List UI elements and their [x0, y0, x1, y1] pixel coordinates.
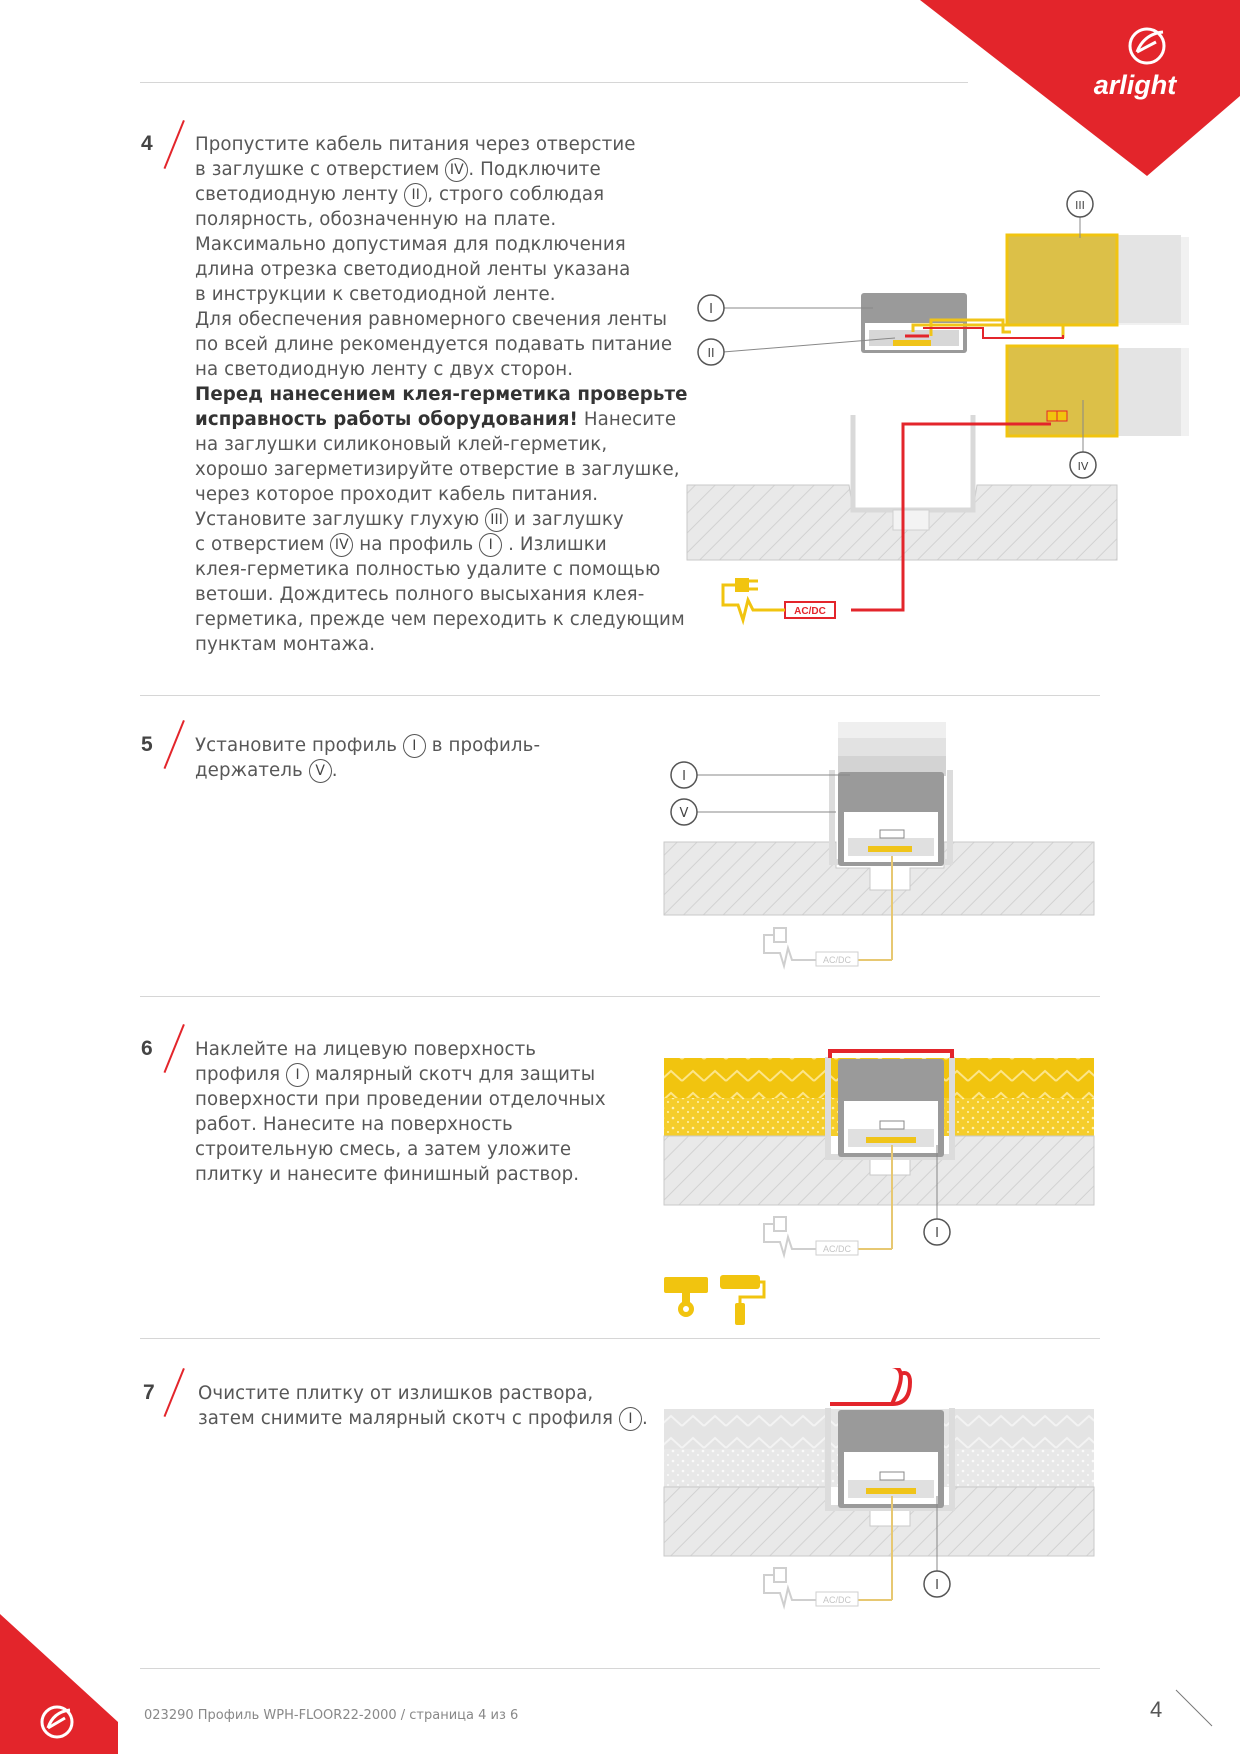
text-line: исправность работы оборудования! Нанесит… — [195, 409, 677, 430]
step-6-text: Наклейте на лицевую поверхность профиля I… — [195, 1037, 606, 1187]
text-line: с отверстием IV на профиль I . Излишки — [195, 533, 607, 557]
roman-numeral-callout: III — [485, 508, 509, 532]
callout-V-5: V — [680, 806, 689, 821]
divider-4-5 — [140, 695, 1100, 696]
roman-numeral-callout: I — [618, 1407, 642, 1431]
roman-numeral-callout: IV — [330, 533, 354, 557]
roman-numeral-callout: I — [479, 533, 503, 557]
paint-roller-icon — [720, 1275, 766, 1325]
step-5-text: Установите профиль I в профиль-держатель… — [195, 733, 540, 783]
callout-I-7: I — [935, 1578, 939, 1593]
page-number-slash — [1175, 1689, 1213, 1727]
trowel-icon — [664, 1277, 708, 1317]
bold-warning: исправность работы оборудования! — [195, 409, 578, 430]
text-line: держатель V. — [195, 759, 338, 783]
step-6-number: 6 — [141, 1037, 153, 1060]
arlight-logo-footer-corner — [0, 1614, 118, 1754]
acdc-label-7: AC/DC — [823, 1595, 852, 1605]
roman-numeral-callout: I — [402, 734, 426, 758]
step-5-number: 5 — [141, 733, 153, 756]
text-line: Для обеспечения равномерного свечения ле… — [195, 309, 668, 330]
acdc-label-5: AC/DC — [823, 955, 852, 965]
callout-I-6: I — [935, 1226, 939, 1241]
callout-II: II — [707, 346, 714, 360]
acdc-label-6: AC/DC — [823, 1244, 852, 1254]
text-line: строительную смесь, а затем уложите — [195, 1139, 572, 1160]
step-7-slash — [163, 1368, 185, 1417]
figure-step-5: AC/DC I V — [663, 722, 1095, 970]
callout-III: III — [1075, 199, 1085, 212]
text-line: Наклейте на лицевую поверхность — [195, 1039, 537, 1060]
callout-I-5: I — [682, 769, 686, 784]
text-line: полярность, обозначенную на плате. — [195, 209, 557, 230]
step-7-number: 7 — [143, 1381, 155, 1404]
text-line: Установите профиль I в профиль- — [195, 734, 541, 758]
text-line: пунктам монтажа. — [195, 634, 376, 655]
text-line: на светодиодную ленту с двух сторон. — [195, 359, 574, 380]
callout-I: I — [709, 302, 713, 317]
text-line: профиля I малярный скотч для защиты — [195, 1063, 596, 1087]
roman-numeral-callout: I — [286, 1063, 310, 1087]
page-number: 4 — [1150, 1697, 1163, 1722]
text-line: по всей длине рекомендуется подавать пит… — [195, 334, 673, 355]
figure-step-7: AC/DC I — [663, 1368, 1095, 1610]
text-line: Перед нанесением клея-герметика проверьт… — [195, 382, 688, 407]
text-line: в инструкции к светодиодной ленте. — [195, 284, 556, 305]
step-4-text: Пропустите кабель питания через отверсти… — [195, 132, 688, 657]
text-line: работ. Нанесите на поверхность — [195, 1114, 513, 1135]
text-line: Пропустите кабель питания через отверсти… — [195, 134, 636, 155]
text-line: на заглушки силиконовый клей-герметик, — [195, 434, 608, 455]
text-line: ветоши. Дождитесь полного высыхания клея… — [195, 584, 645, 605]
arlight-logo-corner: arlight — [920, 0, 1240, 176]
footer-divider — [140, 1668, 1100, 1669]
text-line: хорошо загерметизируйте отверстие в загл… — [195, 459, 680, 480]
figure-step-6: AC/DC I — [663, 1049, 1095, 1325]
roman-numeral-callout: V — [308, 759, 332, 783]
step-4-slash — [163, 120, 185, 169]
step-7-text: Очистите плитку от излишков раствора, зат… — [198, 1381, 648, 1431]
text-line: затем снимите малярный скотч с профиля I… — [198, 1407, 648, 1431]
roman-numeral-callout: II — [404, 183, 428, 207]
roman-numeral-callout: IV — [445, 158, 469, 182]
text-line: клея-герметика полностью удалите с помощ… — [195, 559, 661, 580]
text-line: Установите заглушку глухую III и заглушк… — [195, 508, 624, 532]
text-line: Максимально допустимая для подключения — [195, 234, 626, 255]
text-line: светодиодную ленту II, строго соблюдая — [195, 183, 605, 207]
text-line: Очистите плитку от излишков раствора, — [198, 1383, 594, 1404]
text-line: герметика, прежде чем переходить к следу… — [195, 609, 685, 630]
text-line: длина отрезка светодиодной ленты указана — [195, 259, 631, 280]
footer-document-info: 023290 Профиль WPH-FLOOR22-2000 / страни… — [144, 1708, 519, 1723]
step-6-slash — [163, 1024, 185, 1073]
text-line: через которое проходит кабель питания. — [195, 484, 599, 505]
brand-wordmark: arlight — [1094, 70, 1178, 100]
text-line: в заглушке с отверстием IV. Подключите — [195, 158, 601, 182]
bold-warning: Перед нанесением клея-герметика проверьт… — [195, 384, 688, 405]
step-5-slash — [163, 720, 185, 769]
acdc-label: AC/DC — [794, 606, 826, 617]
step-4-number: 4 — [141, 132, 153, 155]
top-divider — [140, 82, 968, 83]
divider-6-7 — [140, 1338, 1100, 1339]
callout-IV: IV — [1078, 460, 1089, 473]
divider-5-6 — [140, 996, 1100, 997]
figure-step-4: AC/DC I II III IV — [686, 190, 1189, 626]
text-line: плитку и нанесите финишный раствор. — [195, 1164, 580, 1185]
text-line: поверхности при проведении отделочных — [195, 1089, 606, 1110]
